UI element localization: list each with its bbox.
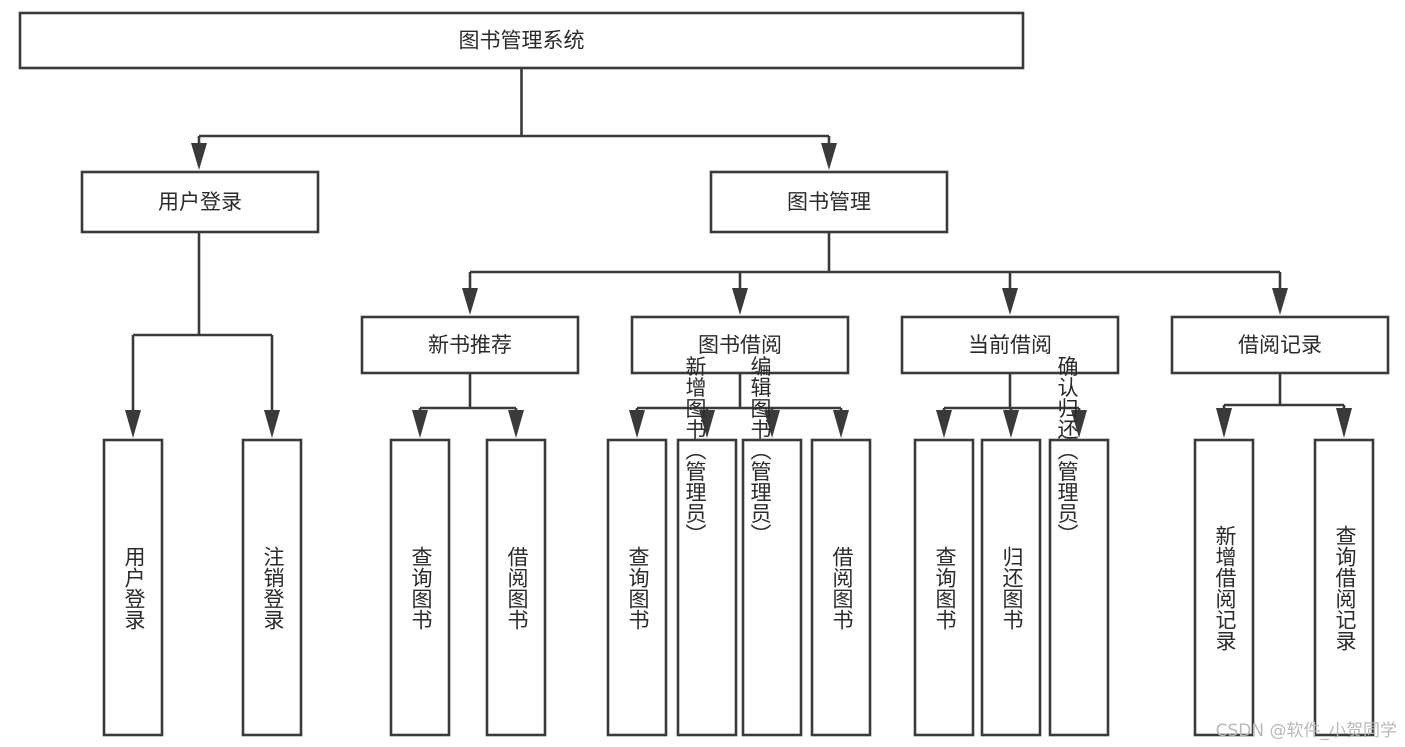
connector-root-to-level1 xyxy=(191,68,837,170)
node-user-login-label: 用户登录 xyxy=(158,190,242,214)
leaf-borrow-book-label: 借阅图书 xyxy=(830,546,854,630)
leaf-query-book-borrow-box[interactable] xyxy=(606,438,668,737)
leaf-query-book-borrow[interactable]: 查询图书 xyxy=(606,438,668,737)
leaf-query-book-current[interactable]: 查询图书 xyxy=(913,438,975,737)
arrow-head-icon xyxy=(125,410,141,438)
leaf-logout-label: 注销登录 xyxy=(261,546,285,630)
arrow-head-icon xyxy=(191,143,207,170)
leaf-user-login[interactable]: 用户登录 xyxy=(102,438,164,737)
arrow-head-icon xyxy=(699,410,715,438)
leaf-logout[interactable]: 注销登录 xyxy=(241,438,303,737)
leaf-borrow-book-recommend-label: 借阅图书 xyxy=(505,546,529,630)
node-borrow-records-label: 借阅记录 xyxy=(1238,333,1322,357)
arrow-head-icon xyxy=(764,410,780,438)
leaf-user-login-label: 用户登录 xyxy=(122,546,146,630)
leaf-confirm-return-admin[interactable]: 确认归还（管理员） xyxy=(1048,356,1110,737)
arrow-head-icon xyxy=(412,410,428,438)
arrow-head-icon xyxy=(264,410,280,438)
leaf-add-book-admin-label: 新增图书（管理员） xyxy=(683,356,707,545)
leaf-query-borrow-record-label: 查询借阅记录 xyxy=(1333,525,1357,651)
arrow-head-icon xyxy=(1003,410,1019,438)
node-root-box[interactable] xyxy=(18,11,1025,70)
leaf-borrow-book-recommend[interactable]: 借阅图书 xyxy=(485,438,547,737)
node-root-label: 图书管理系统 xyxy=(459,29,585,53)
node-borrow-records[interactable]: 借阅记录 xyxy=(1170,315,1390,375)
leaf-add-book-admin-box[interactable] xyxy=(676,438,738,737)
leaf-borrow-book-recommend-box[interactable] xyxy=(485,438,547,737)
node-book-borrow-label: 图书借阅 xyxy=(698,333,782,357)
connector-bookmgmt-to-level2 xyxy=(462,232,1288,315)
leaf-borrow-book-box[interactable] xyxy=(810,438,872,737)
leaf-logout-box[interactable] xyxy=(241,438,303,737)
leaf-query-book-recommend-label: 查询图书 xyxy=(409,546,433,630)
connector-records-to-leaves xyxy=(1216,373,1352,438)
leaf-return-book[interactable]: 归还图书 xyxy=(980,438,1042,737)
leaf-edit-book-admin[interactable]: 编辑图书（管理员） xyxy=(741,356,803,737)
node-user-login[interactable]: 用户登录 xyxy=(80,170,320,234)
node-root[interactable]: 图书管理系统 xyxy=(18,11,1025,70)
arrow-head-icon xyxy=(1002,288,1018,315)
leaf-edit-book-admin-box[interactable] xyxy=(741,438,803,737)
node-new-book-recommend-label: 新书推荐 xyxy=(428,333,512,357)
node-book-management[interactable]: 图书管理 xyxy=(709,170,949,234)
arrow-head-icon xyxy=(462,288,478,315)
leaf-query-book-current-box[interactable] xyxy=(913,438,975,737)
leaf-add-borrow-record-box[interactable] xyxy=(1193,438,1255,737)
leaf-borrow-book[interactable]: 借阅图书 xyxy=(810,438,872,737)
node-book-management-box[interactable] xyxy=(709,170,949,234)
leaf-return-book-box[interactable] xyxy=(980,438,1042,737)
leaf-edit-book-admin-label: 编辑图书（管理员） xyxy=(748,356,772,545)
leaf-query-book-borrow-label: 查询图书 xyxy=(626,546,650,630)
node-current-borrow[interactable]: 当前借阅 xyxy=(900,315,1120,375)
arrow-head-icon xyxy=(1216,408,1232,438)
node-book-borrow[interactable]: 图书借阅 xyxy=(630,315,850,375)
leaf-query-book-recommend-box[interactable] xyxy=(389,438,451,737)
arrow-head-icon xyxy=(936,410,952,438)
node-current-borrow-box[interactable] xyxy=(900,315,1120,375)
leaf-return-book-label: 归还图书 xyxy=(1000,546,1024,630)
node-current-borrow-label: 当前借阅 xyxy=(968,333,1052,357)
connector-borrow-to-leaves xyxy=(629,373,849,438)
connector-userlogin-to-leaves xyxy=(125,232,280,438)
node-new-book-recommend[interactable]: 新书推荐 xyxy=(360,315,580,375)
arrow-head-icon xyxy=(1272,288,1288,315)
arrow-head-icon xyxy=(1071,410,1087,438)
leaf-query-book-current-label: 查询图书 xyxy=(933,546,957,630)
arrow-head-icon xyxy=(833,410,849,438)
node-new-book-recommend-box[interactable] xyxy=(360,315,580,375)
node-user-login-box[interactable] xyxy=(80,170,320,234)
connector-current-to-leaves xyxy=(936,373,1087,438)
node-book-borrow-box[interactable] xyxy=(630,315,850,375)
leaf-confirm-return-admin-box[interactable] xyxy=(1048,438,1110,737)
arrow-head-icon xyxy=(1336,408,1352,438)
leaf-confirm-return-admin-label: 确认归还（管理员） xyxy=(1055,356,1079,545)
leaf-user-login-box[interactable] xyxy=(102,438,164,737)
arrow-head-icon xyxy=(821,143,837,170)
leaf-add-borrow-record-label: 新增借阅记录 xyxy=(1213,525,1237,651)
leaf-query-borrow-record[interactable]: 查询借阅记录 xyxy=(1313,438,1375,737)
arrow-head-icon xyxy=(629,410,645,438)
leaf-query-book-recommend[interactable]: 查询图书 xyxy=(389,438,451,737)
arrow-head-icon xyxy=(508,410,524,438)
leaf-add-book-admin[interactable]: 新增图书（管理员） xyxy=(676,356,738,737)
leaf-query-borrow-record-box[interactable] xyxy=(1313,438,1375,737)
node-book-management-label: 图书管理 xyxy=(787,190,871,214)
leaf-add-borrow-record[interactable]: 新增借阅记录 xyxy=(1193,438,1255,737)
connector-newbook-to-leaves xyxy=(412,373,524,438)
node-borrow-records-box[interactable] xyxy=(1170,315,1390,375)
arrow-head-icon xyxy=(732,288,748,315)
